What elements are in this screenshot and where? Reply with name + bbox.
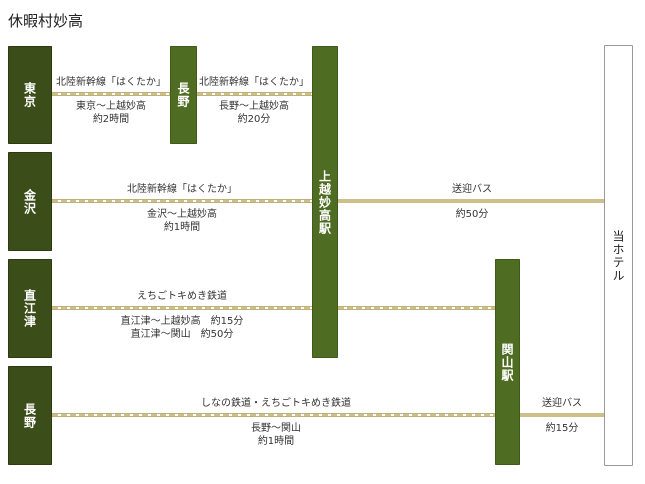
route-naoetsu-line: えちごトキめき鉄道 [137, 291, 227, 302]
route-tokyo-nagano-detail: 東京～上越妙高 [76, 101, 146, 112]
rail-kanazawa-joetsu [52, 199, 312, 203]
station-label-nagano: 長野 [22, 402, 37, 429]
page-title: 休暇村妙高 [8, 12, 84, 30]
rail-nagano-joetsu [197, 92, 312, 96]
route-nagano-sekiyama-line: しなの鉄道・えちごトキめき鉄道 [201, 398, 351, 409]
route-kanazawa-line: 北陸新幹線「はくたか」 [127, 184, 237, 195]
station-label-tokyo: 東京 [22, 82, 37, 108]
route-naoetsu-detail1: 直江津～上越妙高 約15分 [120, 316, 244, 327]
rail-joetsu-sekiyama [338, 306, 495, 310]
rail-tokyo-nagano [52, 92, 170, 96]
station-box-nagano: 長野 [8, 366, 52, 465]
route-nagano-joetsu-time: 約20分 [237, 114, 271, 125]
station-box-nagano-transfer: 長野 [170, 46, 197, 144]
station-box-kanazawa: 金沢 [8, 152, 52, 251]
station-box-joetsu-myoko: 上越妙高駅 [312, 46, 338, 358]
route-tokyo-nagano-line: 北陸新幹線「はくたか」 [56, 77, 166, 88]
rail-naoetsu-joetsu [52, 306, 312, 310]
station-label-sekiyama: 関山駅 [500, 342, 514, 382]
route-sekiyama-hotel-time: 約15分 [545, 423, 579, 434]
hotel-label: 当ホテル [611, 229, 625, 282]
bus-joetsu-hotel [338, 199, 604, 203]
route-kanazawa-detail: 金沢～上越妙高 [147, 209, 217, 220]
station-label-nagano-transfer: 長野 [176, 82, 190, 108]
station-box-sekiyama: 関山駅 [495, 259, 520, 465]
station-box-naoetsu: 直江津 [8, 259, 52, 358]
route-nagano-joetsu-line: 北陸新幹線「はくたか」 [199, 77, 309, 88]
route-naoetsu-detail2: 直江津～関山 約50分 [130, 329, 234, 340]
route-joetsu-hotel-time: 約50分 [455, 209, 489, 220]
route-nagano-joetsu-detail: 長野～上越妙高 [219, 101, 289, 112]
station-label-naoetsu: 直江津 [22, 289, 37, 328]
route-sekiyama-hotel-line: 送迎バス [542, 398, 582, 409]
station-label-kanazawa: 金沢 [22, 188, 37, 215]
station-label-joetsu-myoko: 上越妙高駅 [317, 169, 332, 235]
rail-nagano-sekiyama [52, 413, 495, 417]
route-nagano-sekiyama-detail: 長野～関山 [251, 423, 301, 434]
route-kanazawa-time: 約1時間 [163, 222, 201, 233]
bus-sekiyama-hotel [520, 413, 604, 417]
hotel-box: 当ホテル [604, 45, 633, 466]
route-tokyo-nagano-time: 約2時間 [92, 114, 130, 125]
route-joetsu-hotel-line: 送迎バス [452, 184, 492, 195]
station-box-tokyo: 東京 [8, 46, 52, 144]
route-nagano-sekiyama-time: 約1時間 [257, 436, 295, 447]
